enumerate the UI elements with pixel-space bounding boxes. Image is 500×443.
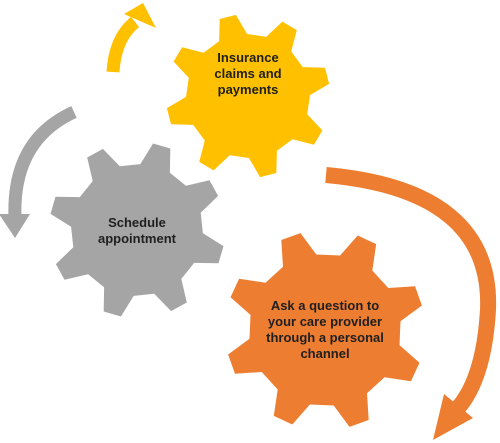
- yellow-arrow-head: [124, 3, 156, 28]
- schedule-label-line-1: Schedule: [108, 215, 166, 230]
- orange-arrow-head: [433, 394, 473, 440]
- schedule-gear-label: Schedule appointment: [72, 215, 202, 247]
- insurance-label-line-3: payments: [217, 81, 279, 97]
- gray-arrow-shaft: [8, 106, 77, 219]
- insurance-label-line-2: claims and: [214, 65, 282, 81]
- schedule-gear: [50, 143, 224, 317]
- insurance-gear-label: Insurance claims and payments: [188, 50, 308, 98]
- question-label-line-1: Ask a question to: [270, 298, 380, 313]
- gray-arrow-head: [0, 214, 30, 238]
- gear-layer: [50, 14, 422, 427]
- question-label-line-2: your care provider: [267, 313, 383, 329]
- question-label-line-3: through a personal: [266, 329, 384, 345]
- arrow-layer: [0, 3, 497, 440]
- question-gear: [228, 233, 422, 427]
- schedule-label-line-2: appointment: [98, 230, 176, 246]
- question-gear-label: Ask a question to your care provider thr…: [250, 298, 400, 361]
- insurance-label-line-1: Insurance: [217, 50, 279, 65]
- insurance-gear: [166, 14, 330, 178]
- question-label-line-4: channel: [300, 345, 350, 361]
- yellow-arrow-shaft: [106, 16, 140, 73]
- orange-arrow-shaft: [325, 167, 497, 414]
